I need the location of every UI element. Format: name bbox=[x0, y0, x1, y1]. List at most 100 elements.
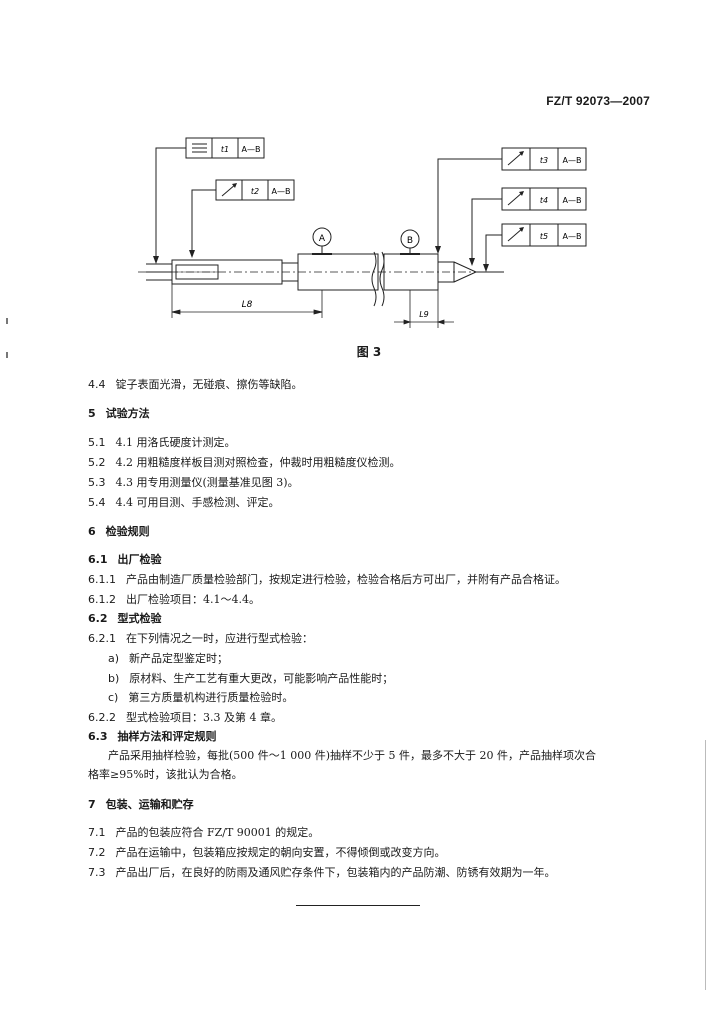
clause-number: 5.3 bbox=[88, 476, 106, 489]
clause-text: 检验规则 bbox=[105, 525, 150, 538]
clause-text: 产品由制造厂质量检验部门，按规定进行检验，检验合格后方可出厂，并附有产品合格证。 bbox=[126, 573, 566, 586]
clause-number: c) bbox=[108, 691, 119, 704]
clause-text: 原材料、生产工艺有重大更改，可能影响产品性能时； bbox=[129, 672, 394, 685]
clause-text: 4.4 可用目测、手感检测、评定。 bbox=[115, 496, 280, 509]
tolerance-frame-4: t4 A—B bbox=[469, 187, 587, 266]
tolerance-frame-5: t5 A—B bbox=[483, 223, 587, 272]
dimension-l8-label: L8 bbox=[242, 300, 253, 310]
section-heading: 7 包装、运输和贮存 bbox=[88, 797, 656, 813]
clause-text: 产品出厂后，在良好的防雨及通风贮存条件下，包装箱内的产品防潮、防锈有效期为一年。 bbox=[115, 866, 556, 879]
clause-text: 型式检验项目：3.3 及第 4 章。 bbox=[126, 711, 282, 724]
runout-arrow-icon bbox=[507, 151, 524, 166]
frame-1-tol: t1 bbox=[221, 145, 229, 154]
clause-number: 7 bbox=[88, 798, 96, 811]
section-heading: 5 试验方法 bbox=[88, 406, 656, 422]
clause-number: 6.2.2 bbox=[88, 711, 116, 724]
tolerance-frame-2: t2 A—B bbox=[189, 179, 295, 258]
clause-text: 型式检验 bbox=[117, 612, 162, 625]
datum-b-symbol: B bbox=[400, 229, 420, 255]
section-heading: 6.2 型式检验 bbox=[88, 611, 656, 627]
clause-text: 抽样方法和评定规则 bbox=[117, 730, 217, 743]
runout-arrow-icon bbox=[507, 227, 524, 242]
clause-text: 4.2 用粗糙度样板目测对照检查，仲裁时用粗糙度仪检测。 bbox=[115, 456, 401, 469]
clause-number: a) bbox=[108, 652, 120, 665]
frame-3-datum: A—B bbox=[563, 156, 582, 165]
scan-edge bbox=[705, 740, 706, 990]
clause-line: b) 原材料、生产工艺有重大更改，可能影响产品性能时； bbox=[108, 671, 656, 687]
clause-number: 5.4 bbox=[88, 496, 106, 509]
frame-2-datum: A—B bbox=[272, 187, 291, 196]
frame-5-datum: A—B bbox=[563, 232, 582, 241]
dimension-l8: L8 bbox=[171, 284, 323, 318]
clause-text: 锭子表面光滑，无碰痕、擦伤等缺陷。 bbox=[115, 378, 303, 391]
clause-number: b) bbox=[108, 672, 120, 685]
frame-4-datum: A—B bbox=[563, 196, 582, 205]
clause-text: 在下列情况之一时，应进行型式检验： bbox=[126, 632, 313, 645]
clause-line: 6.2.2 型式检验项目：3.3 及第 4 章。 bbox=[88, 710, 656, 726]
dimension-l9-label: L9 bbox=[419, 310, 429, 319]
frame-3-tol: t3 bbox=[540, 156, 548, 165]
clause-line: 6.2.1 在下列情况之一时，应进行型式检验： bbox=[88, 631, 656, 647]
clause-text: 产品的包装应符合 FZ/T 90001 的规定。 bbox=[115, 826, 320, 839]
figure-3-drawing: A B t1 A—B bbox=[138, 137, 587, 328]
datum-b-label: B bbox=[407, 236, 413, 246]
tolerance-frame-3: t3 A—B bbox=[435, 147, 587, 254]
frame-2-tol: t2 bbox=[251, 187, 259, 196]
clause-line: 格率≥95%时，该批认为合格。 bbox=[88, 767, 656, 783]
dimension-l9: L9 bbox=[394, 290, 454, 328]
clause-text: 4.1 用洛氏硬度计测定。 bbox=[115, 436, 236, 449]
clause-number: 5.1 bbox=[88, 436, 106, 449]
clause-line: 7.2 产品在运输中，包装箱应按规定的朝向安置，不得倾倒或改变方向。 bbox=[88, 845, 656, 861]
clause-number: 6.1.2 bbox=[88, 593, 116, 606]
frame-4-tol: t4 bbox=[540, 196, 548, 205]
end-rule bbox=[296, 905, 420, 906]
clause-number: 6.2 bbox=[88, 612, 108, 625]
clause-line: 产品采用抽样检验，每批(500 件～1 000 件)抽样不少于 5 件，最多不大… bbox=[108, 748, 656, 764]
tolerance-frame-1: t1 A—B bbox=[153, 137, 265, 264]
clause-line: 6.1.2 出厂检验项目：4.1～4.4。 bbox=[88, 592, 656, 608]
clause-number: 6.2.1 bbox=[88, 632, 116, 645]
runout-arrow-icon bbox=[507, 191, 524, 206]
cylindricity-icon bbox=[192, 143, 207, 153]
clause-number: 6 bbox=[88, 525, 96, 538]
clause-line: 5.3 4.3 用专用测量仪(测量基准见图 3)。 bbox=[88, 475, 656, 491]
clause-text: 第三方质量机构进行质量检验时。 bbox=[128, 691, 294, 704]
clause-text: 出厂检验 bbox=[117, 553, 162, 566]
clause-text: 产品在运输中，包装箱应按规定的朝向安置，不得倾倒或改变方向。 bbox=[115, 846, 446, 859]
clause-number: 7.2 bbox=[88, 846, 106, 859]
clause-line: c) 第三方质量机构进行质量检验时。 bbox=[108, 690, 656, 706]
clause-number: 4.4 bbox=[88, 378, 106, 391]
clause-line: 6.1.1 产品由制造厂质量检验部门，按规定进行检验，检验合格后方可出厂，并附有产… bbox=[88, 572, 656, 588]
datum-a-label: A bbox=[319, 234, 326, 244]
frame-5-tol: t5 bbox=[540, 232, 548, 241]
figure-caption: 图 3 bbox=[356, 345, 382, 359]
standard-number: FZ/T 92073—2007 bbox=[546, 94, 650, 108]
clause-number: 7.3 bbox=[88, 866, 106, 879]
clause-line: a) 新产品定型鉴定时； bbox=[108, 651, 656, 667]
clause-line: 7.1 产品的包装应符合 FZ/T 90001 的规定。 bbox=[88, 825, 656, 841]
clause-number: 6.1.1 bbox=[88, 573, 116, 586]
clause-number: 5.2 bbox=[88, 456, 106, 469]
clause-text: 格率≥95%时，该批认为合格。 bbox=[88, 768, 243, 781]
clause-line: 7.3 产品出厂后，在良好的防雨及通风贮存条件下，包装箱内的产品防潮、防锈有效期为… bbox=[88, 865, 656, 881]
section-heading: 6.3 抽样方法和评定规则 bbox=[88, 729, 656, 745]
clause-number: 5 bbox=[88, 407, 96, 420]
frame-1-datum: A—B bbox=[242, 145, 261, 154]
clause-line: 5.2 4.2 用粗糙度样板目测对照检查，仲裁时用粗糙度仪检测。 bbox=[88, 455, 656, 471]
runout-arrow-icon bbox=[221, 183, 237, 197]
clause-line: 5.4 4.4 可用目测、手感检测、评定。 bbox=[88, 495, 656, 511]
clause-line: 4.4 锭子表面光滑，无碰痕、擦伤等缺陷。 bbox=[88, 377, 656, 393]
clause-line: 5.1 4.1 用洛氏硬度计测定。 bbox=[88, 435, 656, 451]
scan-mark bbox=[6, 318, 8, 324]
clause-text: 出厂检验项目：4.1～4.4。 bbox=[126, 593, 260, 606]
clause-text: 4.3 用专用测量仪(测量基准见图 3)。 bbox=[115, 476, 299, 489]
clause-text: 包装、运输和贮存 bbox=[105, 798, 194, 811]
scan-mark bbox=[6, 352, 8, 358]
clause-number: 7.1 bbox=[88, 826, 106, 839]
datum-a-symbol: A bbox=[312, 227, 332, 255]
clause-number: 6.3 bbox=[88, 730, 108, 743]
clause-text: 试验方法 bbox=[105, 407, 150, 420]
clause-text: 新产品定型鉴定时； bbox=[129, 652, 229, 665]
